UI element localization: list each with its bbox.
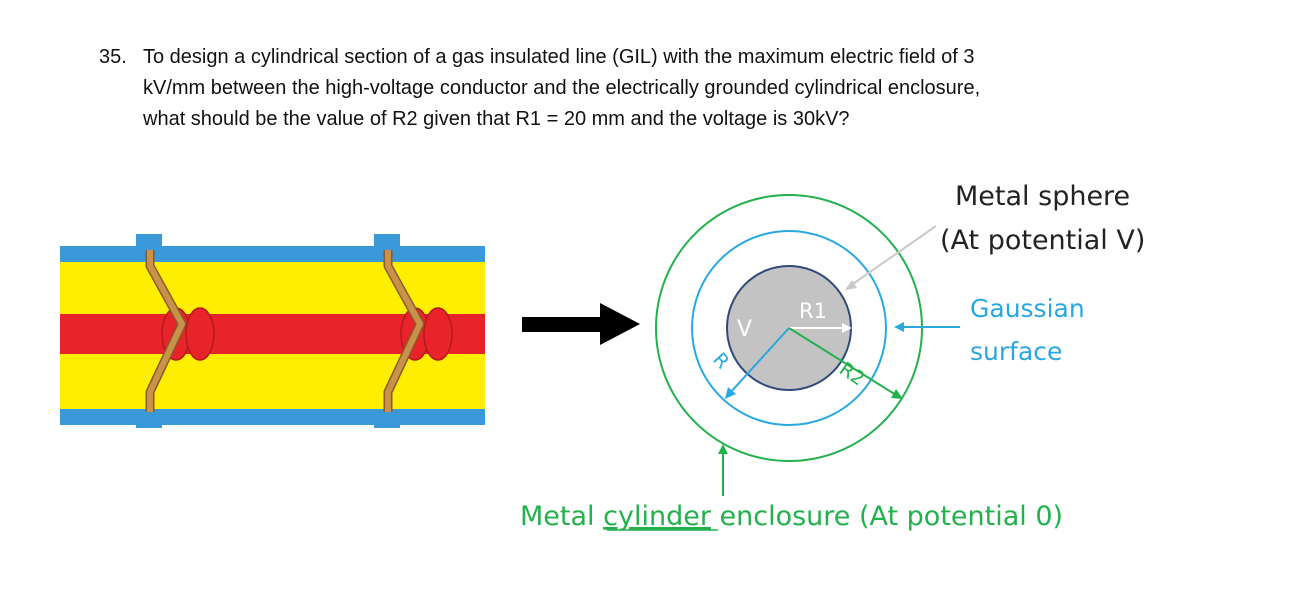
conductor-joint-right-2 <box>423 307 453 361</box>
cross-section: V R1 R R2 <box>655 194 960 496</box>
label-r1: R1 <box>799 299 827 323</box>
question-line-3: what should be the value of R2 given tha… <box>143 108 850 130</box>
gil-pipe-illustration <box>58 233 508 433</box>
gaussian-surface-circle <box>691 230 887 426</box>
label-enclosure-underlined: cylinder <box>603 501 712 532</box>
label-v: V <box>737 317 752 342</box>
label-sphere-line2: (At potential V) <box>940 225 1145 256</box>
label-gauss-line2: surface <box>970 337 1062 366</box>
r-arrow-line <box>729 327 790 394</box>
label-enclosure: Metal cylinder enclosure (At potential 0… <box>520 501 1063 532</box>
enclosure-pointer-head <box>718 444 728 454</box>
flange-left-bottom <box>136 410 162 428</box>
label-gauss-line1: Gaussian <box>970 294 1085 323</box>
arrow-head <box>600 303 640 345</box>
r2-arrow-head <box>891 389 903 399</box>
sphere-pointer-head <box>845 280 857 290</box>
insulator-right <box>385 250 423 412</box>
label-r: R <box>708 349 733 374</box>
r-arrow-head <box>725 387 736 399</box>
pipe-bottom-wall <box>60 409 485 425</box>
flange-left-top <box>136 234 162 252</box>
r1-arrow-head <box>842 323 852 333</box>
gauss-pointer-head <box>894 322 904 332</box>
question-line-1: To design a cylindrical section of a gas… <box>143 46 975 68</box>
label-enclosure-pre: Metal <box>520 501 603 532</box>
label-enclosure-post: enclosure (At potential 0) <box>711 501 1063 532</box>
flange-right-bottom <box>374 410 400 428</box>
insulator-left <box>147 250 185 412</box>
transform-arrow <box>522 303 640 345</box>
pipe-top-wall <box>60 246 485 262</box>
question-line-2: kV/mm between the high-voltage conductor… <box>143 77 981 99</box>
arrow-shaft <box>522 317 604 332</box>
sphere-pointer-line <box>849 225 937 287</box>
conductor-joint-left-2 <box>185 307 215 361</box>
flange-right-top <box>374 234 400 252</box>
r2-arrow-line <box>788 327 897 396</box>
question-number: 35. <box>99 46 127 68</box>
label-sphere-line1: Metal sphere <box>955 181 1130 212</box>
